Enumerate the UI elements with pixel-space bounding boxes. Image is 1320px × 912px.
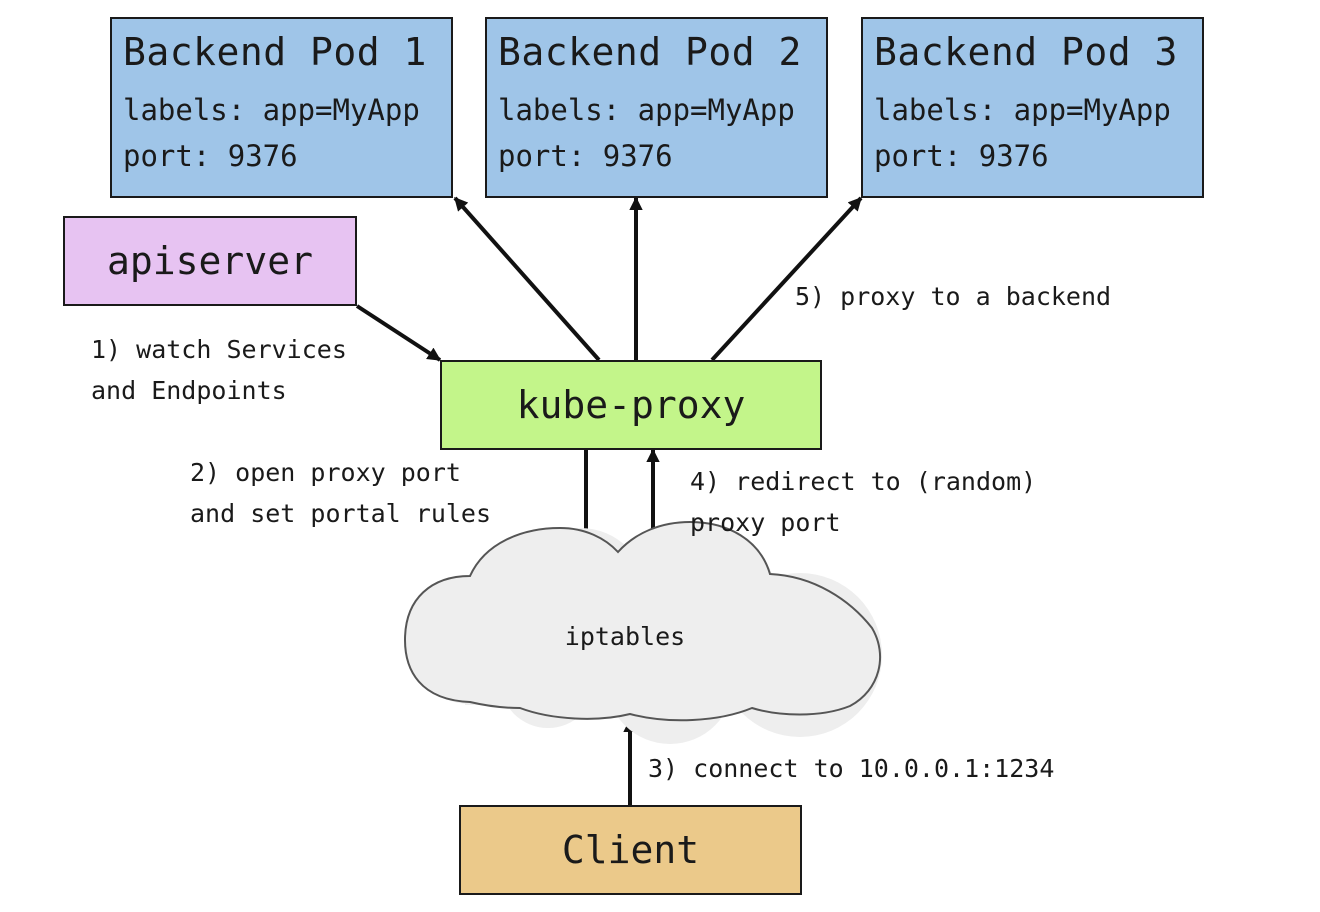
pod-labels-text: labels: app=MyApp [498, 93, 795, 127]
arrow-proxy-to-pod-3 [710, 196, 863, 362]
client-label: Client [561, 828, 700, 872]
kube-proxy-label: kube-proxy [516, 383, 746, 427]
apiserver-box: apiserver [63, 216, 357, 306]
note-line: 1) watch Services [91, 335, 347, 364]
client-box: Client [459, 805, 802, 895]
arrow-proxy-to-pod-1 [453, 196, 601, 362]
note-line: 5) proxy to a backend [795, 282, 1112, 311]
pod-labels-text: labels: app=MyApp [874, 93, 1171, 127]
note-line: 3) connect to 10.0.0.1:1234 [648, 754, 1055, 783]
pod-port-text: port: 9376 [123, 139, 298, 173]
step-4-redirect-note: 4) redirect to (random) proxy port [690, 461, 1036, 543]
kube-proxy-box: kube-proxy [440, 360, 822, 450]
arrow-apiserver-to-proxy [355, 304, 442, 362]
backend-pod-2: Backend Pod 2 labels: app=MyApp port: 93… [485, 17, 828, 198]
note-line: and set portal rules [190, 499, 492, 528]
pod-port-text: port: 9376 [874, 139, 1049, 173]
backend-pod-3: Backend Pod 3 labels: app=MyApp port: 93… [861, 17, 1204, 198]
note-line: 2) open proxy port [190, 458, 461, 487]
note-line: 4) redirect to (random) [690, 467, 1037, 496]
iptables-label: iptables [564, 622, 686, 651]
step-5-proxy-note: 5) proxy to a backend [795, 276, 1111, 317]
pod-title: Backend Pod 1 [123, 30, 427, 74]
iptables-cloud [403, 520, 882, 744]
pod-title: Backend Pod 3 [874, 30, 1178, 74]
note-line: and Endpoints [91, 376, 287, 405]
pod-title: Backend Pod 2 [498, 30, 802, 74]
pod-labels-text: labels: app=MyApp [123, 93, 420, 127]
step-2-open-note: 2) open proxy port and set portal rules [190, 452, 491, 534]
step-3-connect-note: 3) connect to 10.0.0.1:1234 [648, 748, 1054, 789]
pod-port-text: port: 9376 [498, 139, 673, 173]
step-1-watch-note: 1) watch Services and Endpoints [91, 329, 347, 411]
note-line: proxy port [690, 508, 841, 537]
apiserver-label: apiserver [107, 239, 313, 283]
backend-pod-1: Backend Pod 1 labels: app=MyApp port: 93… [110, 17, 453, 198]
